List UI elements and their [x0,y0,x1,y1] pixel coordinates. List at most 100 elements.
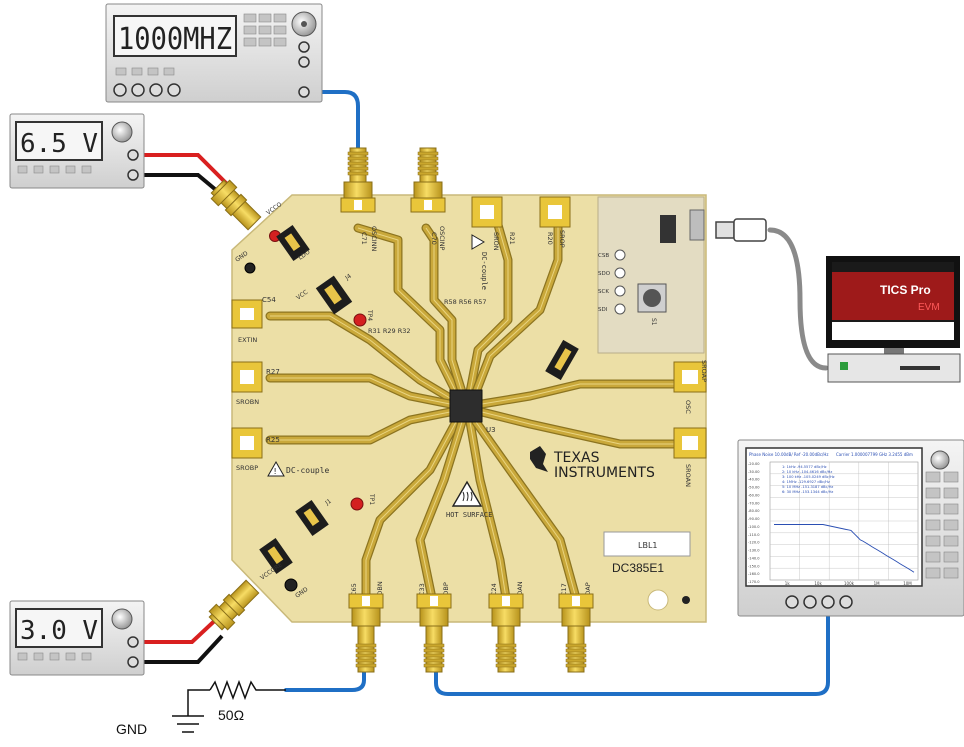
wire-vcco-black [138,636,222,662]
usb-plug [716,219,766,241]
sma-rfoan-hex [492,608,520,626]
sma-rfobn [349,594,383,672]
signal-generator-row-key-0-3 [164,68,174,75]
computer-monitor-stand [884,348,904,354]
edge-pad-hole-6 [548,205,562,219]
analyzer-side-key-a-1 [926,488,940,498]
usb-pin-csb [615,250,625,260]
sma-rfoan-rib-4 [496,644,516,647]
signal-generator-key-0-1 [259,14,271,22]
analyzer-marker-row-2: 3: 100 kHz -105.0249 dBc/Hz [782,475,835,479]
analyzer-marker-row-1: 2: 10 kHz -104.4616 dBc/Hz [782,470,832,474]
analyzer-y-tick-8: -100.0 [748,525,760,529]
signal-generator-key-1-1 [259,26,271,34]
test-point-gnd-bottom [285,579,297,591]
sma-rfobn-rib-4 [356,644,376,647]
label-c71: C71 [360,232,368,245]
analyzer-marker-row-4: 5: 10 MHz -151.3187 dBc/Hz [782,485,833,489]
label-sroan: SROAN [684,464,692,487]
sma-oscinp-rib-1 [418,157,438,160]
sma-rfobn-rib-0 [356,664,376,667]
sma-oscinp-rib-0 [418,152,438,155]
sma-rfoan-rib-0 [496,664,516,667]
vcco-supply-knob [112,609,132,629]
analyzer-x-tick-0: 1k [785,581,791,586]
usb-pin-sck [615,286,625,296]
analyzer-side-key-a-6 [926,568,940,578]
test-point-small [682,596,690,604]
label-srop: SROP [558,230,566,248]
label-oscinp: OSCINP [438,226,446,251]
sma-oscinn-rib-2 [348,162,368,165]
analyzer-y-tick-9: -110.0 [748,533,760,537]
resistor-zigzag [210,682,286,698]
computer-screen-footer [832,322,954,340]
test-point-tp4 [354,314,366,326]
sma-vcc-diagonal [208,177,263,232]
label-osc-right: OSC [684,400,692,414]
signal-generator-output-port [299,87,309,97]
vcc-supply-key-0-4 [82,166,91,173]
analyzer-side-key-a-5 [926,552,940,562]
edge-pad-hole-1 [240,370,254,384]
dc-couple-left-label: DC-couple [286,466,330,475]
spectrum-analyzer [738,440,964,616]
ground-symbol [172,716,204,732]
refdes-c54: C54 [262,296,276,304]
analyzer-y-tick-5: -70.00 [748,501,760,505]
wire-vcc-black [138,175,222,195]
sma-rfoan-rib-2 [496,654,516,657]
sma-oscinp-hex [414,182,442,200]
vcc-supply-display: 6.5 V [20,129,98,159]
label-r20: R20 [546,232,554,245]
usb-pin-label-csb: CSB [598,253,609,259]
test-point-gnd-top [245,263,255,273]
sma-vccore-diagonal [206,577,261,632]
signal-generator-display: 1000MHZ [118,22,232,57]
analyzer-side-key-b-5 [944,552,958,562]
vcc-supply-port-positive [128,150,138,160]
sma-rfobp-rib-2 [424,654,444,657]
signal-generator-bottom-port-1 [132,84,144,96]
vcco-supply-key-0-0 [18,653,27,660]
computer-app-subtitle: EVM [918,302,940,313]
sma-rfobp [417,594,451,672]
resistor-label: 50Ω [218,707,244,723]
cable-usb [770,230,826,368]
label-extin: EXTIN [238,336,257,344]
vcco-supply-key-0-2 [50,653,59,660]
analyzer-side-key-a-4 [926,536,940,546]
signal-generator-key-2-2 [274,38,286,46]
analyzer-port-2 [822,596,834,608]
ti-logo-line2: INSTRUMENTS [554,465,655,481]
refdes-r58-group: R58 R56 R57 [444,298,487,306]
dc-couple-top-label: DC-couple [480,252,488,290]
push-button-cap [643,289,661,307]
analyzer-y-tick-12: -140.0 [748,556,760,560]
vcc-supply-port-negative [128,170,138,180]
analyzer-marker-row-0: 1: 1kHz -94.5577 dBc/Hz [782,465,827,469]
sma-rfobn-rib-2 [356,654,376,657]
refdes-s1: S1 [650,318,657,326]
vcc-supply-key-0-2 [50,166,59,173]
svg-text:!: ! [274,467,277,476]
sma-oscinn-rib-3 [348,167,368,170]
label-oscinn: OSCINN [370,226,378,252]
analyzer-y-tick-4: -60.00 [748,493,760,497]
sma-rfobn-pin [362,596,370,606]
usb-receptacle [690,210,704,240]
analyzer-side-key-a-2 [926,504,940,514]
analyzer-y-tick-15: -170.0 [748,580,760,584]
sma-rfobp-rib-4 [424,644,444,647]
sma-oscinp-rib-2 [418,162,438,165]
vcc-supply-key-0-1 [34,166,43,173]
ic-u3 [450,390,482,422]
board-name: DC385E1 [612,561,664,575]
analyzer-side-key-b-6 [944,568,958,578]
signal-generator-port-1 [299,42,309,52]
test-point-tp1 [351,498,363,510]
signal-generator-key-2-0 [244,38,256,46]
termination-wire [188,690,210,716]
sma-oscinn-rib-0 [348,152,368,155]
ti-logo-line1: TEXAS [553,450,600,466]
